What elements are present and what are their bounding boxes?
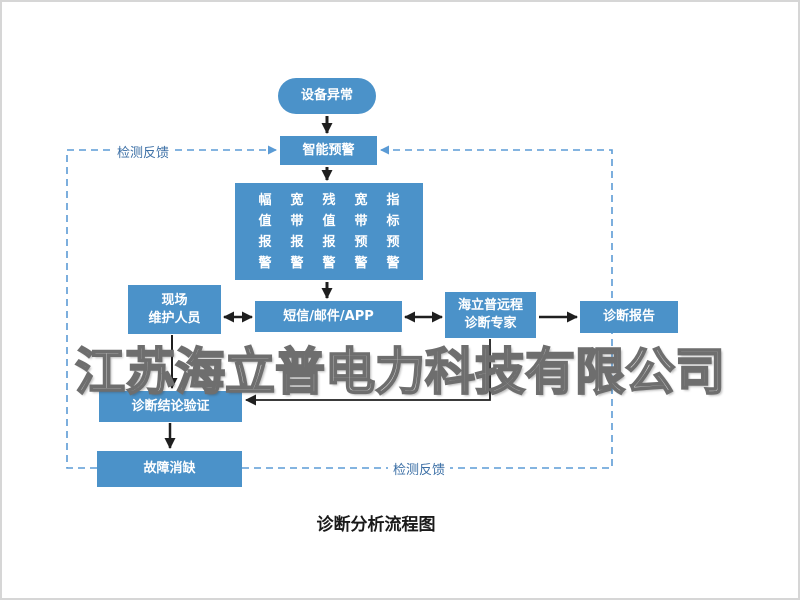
node-alarm-types: 幅值报警 宽带报警 残值报警 宽带预警 指标预警 <box>235 183 423 280</box>
node-diagnosis-report: 诊断报告 <box>580 301 678 333</box>
node-remote-expert-line1: 海立普远程 <box>457 298 523 314</box>
node-remote-expert-line2: 诊断专家 <box>464 316 517 331</box>
node-notification-label: 短信/邮件/APP <box>283 308 374 324</box>
feedback-label-bottom: 检测反馈 <box>388 459 451 478</box>
node-notification: 短信/邮件/APP <box>255 301 402 332</box>
node-site-staff-line2: 维护人员 <box>148 310 201 326</box>
arrow-expert-to-verify-elbow <box>245 339 491 406</box>
node-conclusion-verify-label: 诊断结论验证 <box>131 398 210 414</box>
node-diagnosis-report-label: 诊断报告 <box>602 309 655 325</box>
node-smart-warning-label: 智能预警 <box>302 142 355 158</box>
node-smart-warning: 智能预警 <box>280 136 377 165</box>
node-site-staff: 现场 维护人员 <box>128 285 221 334</box>
node-conclusion-verify: 诊断结论验证 <box>99 391 242 422</box>
node-device-abnormal-label: 设备异常 <box>300 88 353 104</box>
node-fault-elimination-label: 故障消缺 <box>143 461 196 477</box>
node-remote-expert: 海立普远程 诊断专家 <box>445 292 536 338</box>
node-site-staff-line1: 现场 <box>161 292 188 308</box>
alarm-type-broadband-warning: 宽带预警 <box>354 193 368 271</box>
node-fault-elimination: 故障消缺 <box>97 451 242 487</box>
alarm-type-amplitude: 幅值报警 <box>258 193 272 271</box>
alarm-type-indicator: 指标预警 <box>386 193 400 271</box>
diagram-title: 诊断分析流程图 <box>316 515 436 535</box>
node-device-abnormal: 设备异常 <box>278 78 376 114</box>
alarm-type-residual: 残值报警 <box>322 193 336 271</box>
feedback-label-top: 检测反馈 <box>112 142 175 161</box>
alarm-type-broadband-alarm: 宽带报警 <box>290 193 304 271</box>
